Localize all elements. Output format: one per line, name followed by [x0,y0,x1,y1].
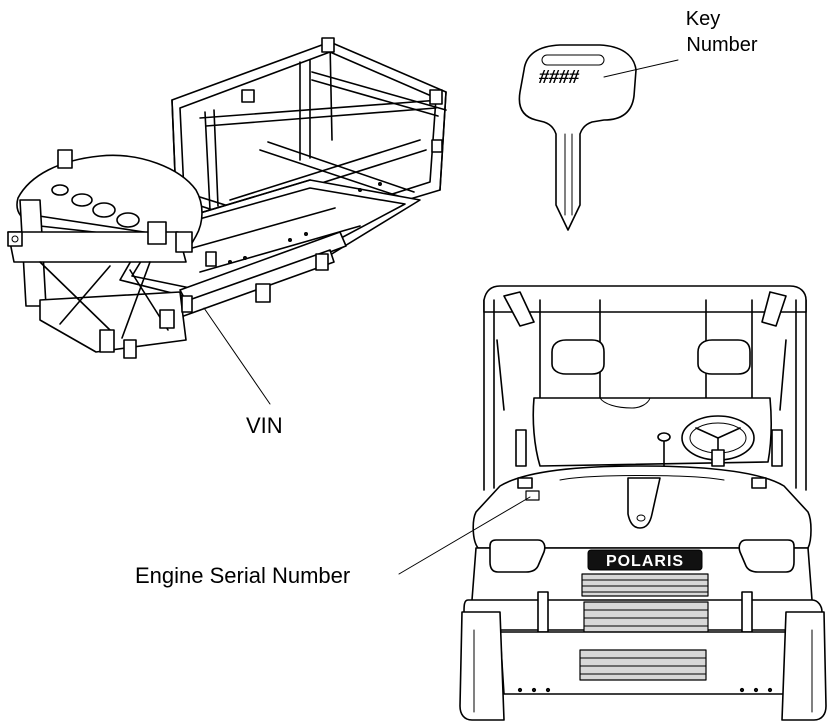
key-code-text: #### [538,66,580,88]
brand-text: POLARIS [606,553,684,570]
key-illustration [518,44,637,231]
key-number-label-line1: Key [686,8,720,30]
vin-label: VIN [246,413,283,438]
engine-serial-label: Engine Serial Number [135,563,350,588]
vehicle-frame-illustration [7,37,447,359]
brand-plate [587,549,703,571]
vin-leader-line [203,307,271,405]
engine-serial-leader-line [398,496,531,575]
key-number-label-line2: Number [686,34,757,56]
vehicle-front-illustration: POLARIS [459,285,827,721]
key-number-leader-line [603,59,679,78]
engine-serial-marker [525,490,540,501]
